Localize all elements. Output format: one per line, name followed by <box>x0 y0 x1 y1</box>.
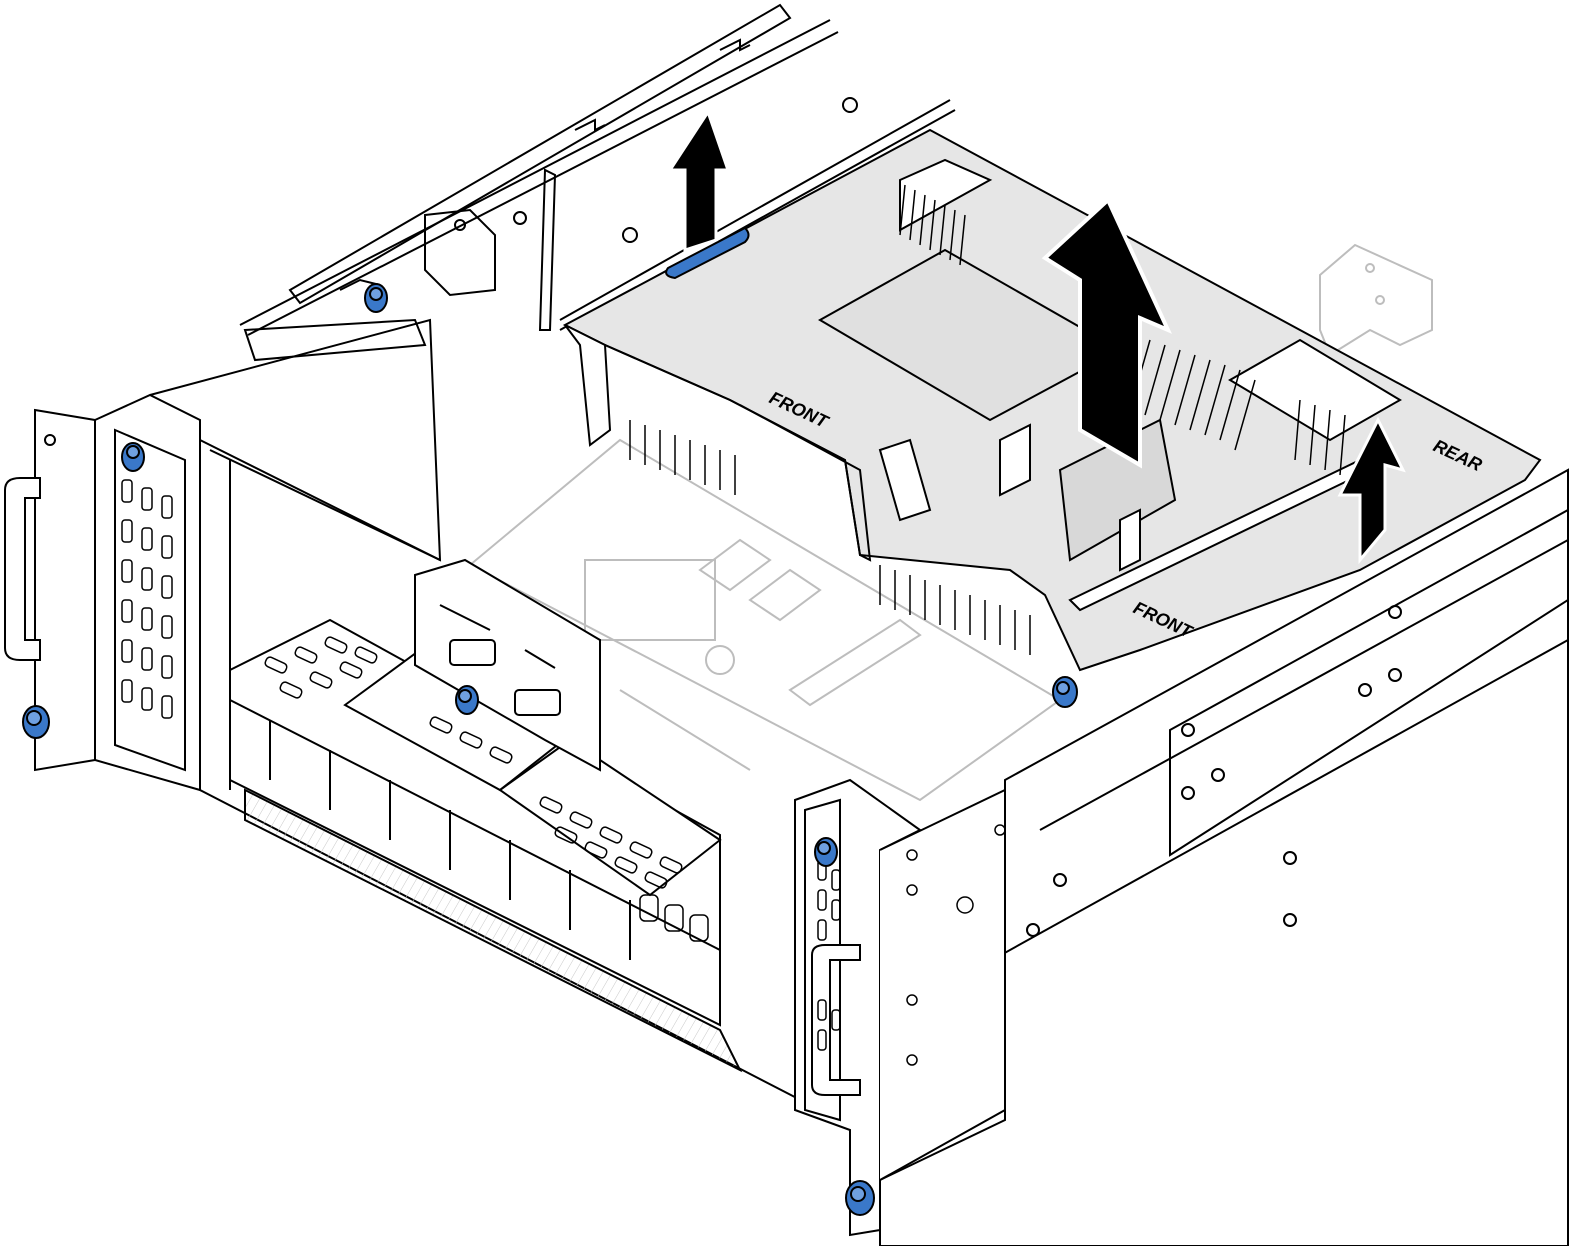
thumbscrew-icon[interactable] <box>455 685 479 715</box>
up-arrow-icon <box>1337 416 1406 565</box>
front-grille-panel-left <box>94 393 201 792</box>
thumbscrew-icon[interactable] <box>22 705 50 739</box>
grille-slots-right <box>817 859 841 1051</box>
up-arrow-icon <box>667 108 731 253</box>
center-riser-bracket <box>414 558 601 772</box>
ghost-bracket <box>1319 243 1433 357</box>
air-baffle <box>562 128 1542 672</box>
front-left-ear-bracket <box>4 408 96 772</box>
up-arrow-icon <box>1041 196 1172 469</box>
drive-cage-vent-holes <box>264 636 709 942</box>
thumbscrew-icon[interactable] <box>364 283 388 313</box>
grille-slots-left <box>121 479 173 719</box>
thumbscrew-icon[interactable] <box>1052 676 1078 708</box>
thumbscrew-icon[interactable] <box>814 837 838 867</box>
thumbscrew-icon[interactable] <box>845 1180 875 1216</box>
drive-cage <box>229 618 743 1073</box>
dimm-rows <box>629 420 1031 655</box>
thumbscrew-icon[interactable] <box>121 442 145 472</box>
baffle-handle-tab[interactable] <box>665 226 750 280</box>
front-right-panel-holes <box>906 824 1006 1066</box>
